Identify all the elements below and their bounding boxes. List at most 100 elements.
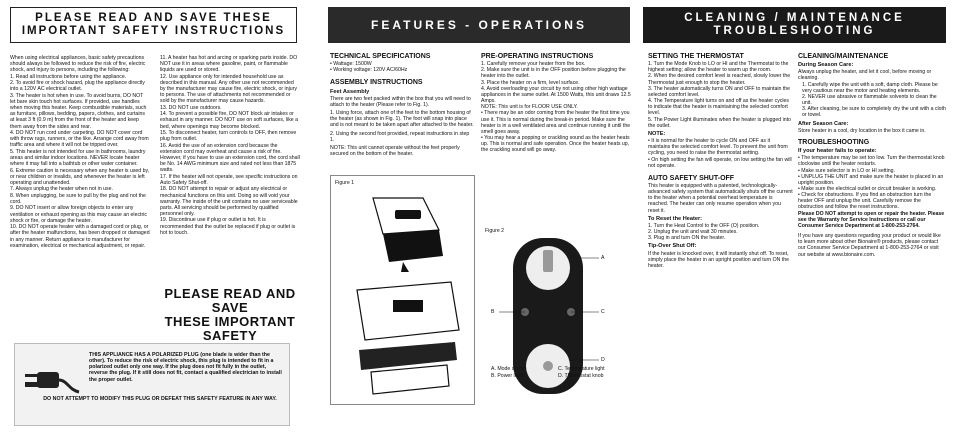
cleaning-step: 3. After cleaning, be sure to completely… [802, 106, 946, 119]
pre-step: 1. Carefully remove your heater from the… [481, 61, 586, 68]
assembly-note: NOTE: This unit cannot operate without t… [330, 144, 460, 158]
big-notice-line-2: THESE IMPORTANT [164, 314, 296, 329]
safety-item: 17. If the heater will not operate, see … [160, 173, 298, 186]
spacer [798, 134, 946, 138]
safety-item: 11. A heater has hot and arcing or spark… [160, 55, 298, 74]
thermostat-step: 3. The heater automatically turns ON and… [648, 85, 791, 98]
polarized-plug-icon [25, 372, 80, 394]
assembly-step: 2. Using the second foot provided, repea… [330, 130, 470, 143]
cleaning-title-2: TROUBLESHOOTING [713, 25, 876, 37]
safety-item: 2. To avoid fire or shock hazard, plug t… [10, 80, 145, 93]
big-notice-line-1: PLEASE READ AND SAVE [164, 286, 296, 315]
cleaning-title-1: CLEANING / MAINTENANCE [684, 12, 905, 24]
cleaning-heading: CLEANING/MAINTENANCE [798, 53, 889, 60]
safety-item: 3. The heater is hot when in use. To avo… [10, 92, 147, 130]
legend-c: C. Temperature light [558, 366, 605, 372]
tip-over-heading: Tip-Over Shut Off: [648, 243, 697, 250]
reset-heading: To Reset the Heater: [648, 215, 702, 222]
plug-warning: DO NOT ATTEMPT TO MODIFY THIS PLUG OR DE… [43, 396, 277, 402]
troubleshoot-item: • Check for obstructions. If you find an… [798, 192, 932, 211]
figure-2-label: Figure 2 [485, 228, 505, 234]
pre-bullet: • You may hear a popping or crackling so… [481, 135, 630, 154]
safety-item: 9. DO NOT insert or allow foreign object… [10, 205, 147, 224]
cleaning-panel: CLEANING / MAINTENANCE TROUBLESHOOTING S… [641, 0, 954, 434]
safety-item: 15. To disconnect heater, turn controls … [160, 130, 297, 143]
features-panel: FEATURES - OPERATIONS TECHNICAL SPECIFIC… [318, 0, 636, 434]
assembly-step: 1. Using force, attach one of the feet t… [330, 110, 474, 129]
plug-text: THIS APPLIANCE HAS A POLARIZED PLUG (one… [89, 352, 282, 383]
safety-item: 4. DO NOT run cord under carpeting. DO N… [10, 130, 149, 149]
safety-item: 7. Always unplug the heater when not in … [10, 186, 113, 193]
safety-item: When using electrical appliances, basic … [10, 55, 146, 74]
safety-item: 8. When unplugging, be sure to pull by t… [10, 192, 146, 205]
troubleshoot-item: • Make sure the electrical outlet or cir… [798, 185, 937, 192]
features-header: FEATURES - OPERATIONS [328, 7, 630, 43]
cleaning-step: 2. NEVER use abrasive or flammable solve… [802, 93, 937, 107]
thermostat-step: 1. Turn the Mode Knob to LO or HI and th… [648, 61, 789, 74]
after-season-text: Store heater in a cool, dry location in … [798, 127, 926, 134]
pre-bullet: • There may be an odor coming from the h… [481, 110, 631, 135]
troubleshoot-item: • UNPLUG THE UNIT and make sure the heat… [798, 173, 944, 186]
spec-item: • Wattage: 1500W [330, 61, 372, 68]
safety-item: 19. Discontinue use if plug or outlet is… [160, 217, 296, 236]
spacer [648, 169, 793, 174]
safety-item: 12. Use appliance only for intended hous… [160, 73, 297, 105]
during-season-heading: During Season Care: [798, 62, 854, 69]
safety-column-1: When using electrical appliances, basic … [10, 55, 150, 249]
note-heading: NOTE: [648, 130, 666, 137]
safety-item: 1. Read all instructions before using th… [10, 73, 127, 80]
safety-item: 10. DO NOT operate heater with a damaged… [10, 224, 150, 249]
safety-item: 13. DO NOT use outdoors. [160, 104, 222, 111]
auto-shutoff-text: This heater is equipped with a patented,… [648, 182, 793, 214]
features-column-1: TECHNICAL SPECIFICATIONS• Wattage: 1500W… [330, 52, 475, 157]
figure-2: Figure 2 A B C D [481, 226, 631, 405]
pre-step: 2. Make sure the unit is in the OFF posi… [481, 67, 626, 80]
assembly-heading: ASSEMBLY INSTRUCTIONS [330, 79, 423, 87]
reset-step: 2. Unplug the unit and wait 30 minutes. [648, 229, 738, 236]
legend-a: A. Mode switch [491, 366, 527, 372]
warranty-text: Please DO NOT attempt to open or repair … [798, 210, 945, 229]
feet-assembly-subheading: Feet Assembly [330, 88, 370, 95]
assembly-step: There are two feet packed within the box… [330, 95, 471, 108]
figure-1: Figure 1 [330, 175, 475, 405]
cleaning-step: 1. Carefully wipe the unit with a soft, … [802, 81, 938, 94]
safety-title-2: IMPORTANT SAFETY INSTRUCTIONS [21, 25, 286, 37]
spacer [330, 73, 475, 78]
safety-item: 18. DO NOT attempt to repair or adjust a… [160, 186, 298, 217]
pre-step: 3. Place the heater on a firm, level sur… [481, 79, 580, 86]
safety-header: PLEASE READ AND SAVE THESE IMPORTANT SAF… [10, 7, 297, 43]
safety-item: 5. This heater is not intended for use i… [10, 148, 146, 168]
tech-specs-heading: TECHNICAL SPECIFICATIONS [330, 53, 431, 60]
during-season-text: Always unplug the heater, and let it coo… [798, 69, 932, 82]
safety-item: 14. To prevent a possible fire, DO NOT b… [160, 111, 299, 130]
callout-d: D [601, 357, 605, 363]
note-item: • It is normal for the heater to cycle O… [648, 138, 788, 157]
safety-title-1: PLEASE READ AND SAVE THESE [35, 12, 272, 24]
thermostat-step: 2. When the desired comfort level is rea… [648, 73, 791, 86]
cleaning-header: CLEANING / MAINTENANCE TROUBLESHOOTING [643, 7, 946, 43]
pre-step: 4. Avoid overloading your circuit by not… [481, 85, 631, 105]
features-title: FEATURES - OPERATIONS [371, 17, 587, 32]
polarized-plug-box: THIS APPLIANCE HAS A POLARIZED PLUG (one… [14, 343, 290, 426]
fail-heading: If your heater fails to operate: [798, 148, 877, 155]
legend-d: D. Thermostat knob [558, 373, 604, 379]
pre-operating-heading: PRE-OPERATING INSTRUCTIONS [481, 53, 594, 60]
safety-item: 6. Extreme caution is necessary when any… [10, 167, 150, 186]
note-item: • On high setting the fan will operate, … [648, 156, 792, 169]
safety-panel: PLEASE READ AND SAVE THESE IMPORTANT SAF… [0, 0, 305, 434]
thermostat-step: 5. The Power Light illuminates when the … [648, 116, 791, 129]
reset-step: 3. Plug in and turn ON the heater. [648, 235, 726, 242]
reset-step: 1. Turn the Heat Control to the OFF (O) … [648, 222, 760, 229]
after-season-heading: After Season Care: [798, 120, 849, 127]
auto-shutoff-heading: AUTO SAFETY SHUT-OFF [648, 174, 735, 182]
callout-c: C [601, 309, 605, 315]
spec-item: • Working voltage: 120V AC/60Hz [330, 67, 408, 74]
contact-text: If you have any questions regarding your… [798, 233, 941, 258]
callout-a: A [601, 255, 605, 261]
thermostat-heading: SETTING THE THERMOSTAT [648, 53, 744, 60]
big-notice: PLEASE READ AND SAVE THESE IMPORTANT SAF… [160, 287, 300, 357]
callout-b: B [491, 309, 495, 315]
